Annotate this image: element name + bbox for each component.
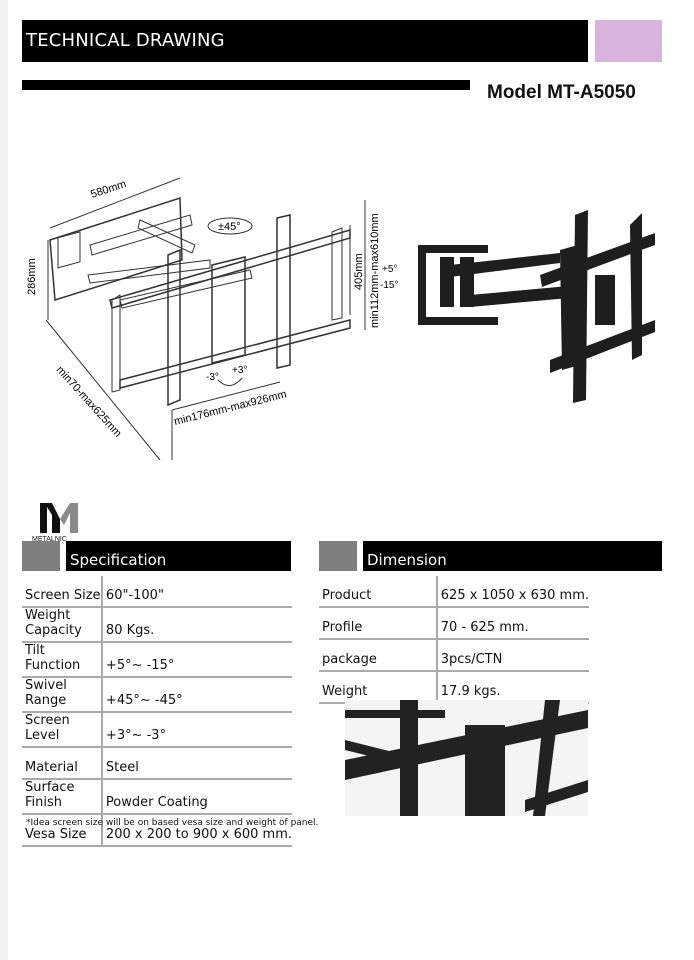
specification-header: Specification [22, 541, 292, 571]
specification-title: Specification [70, 551, 167, 569]
row-label: Material [22, 747, 102, 780]
header-square [319, 541, 357, 571]
footnote: *Idea screen size will be on based vesa … [26, 818, 319, 828]
technical-drawing: 580mm 286mm ±45° min70-max625mm min176mm… [26, 177, 398, 460]
row-label: package [319, 639, 437, 672]
swivel-dimension: ±45° [218, 221, 241, 233]
height-dimension: 286mm [26, 258, 38, 295]
row-value: +45°~ -45° [100, 677, 292, 713]
level-plus-label: +3° [232, 365, 247, 376]
row-label: Screen Size [22, 576, 102, 608]
row-value: +3°~ -3° [100, 712, 292, 748]
divider-bar [22, 80, 470, 90]
tilt-plus-label: +5° [382, 264, 397, 275]
specification-title-bar: Specification [66, 541, 291, 571]
title-bar: TECHNICAL DRAWING [22, 20, 588, 62]
vertical-dimension: min112mm-max610mm [369, 213, 381, 328]
row-value: 70 - 625 mm. [435, 607, 589, 640]
row-value: 60"-100" [100, 576, 292, 608]
row-value: 625 x 1050 x 630 mm. [435, 576, 589, 608]
tilt-minus-label: -15° [380, 280, 398, 291]
row-label: Surface Finish [22, 779, 102, 815]
row-value: 17.9 kgs. [435, 671, 589, 704]
dimension-title-bar: Dimension [363, 541, 662, 571]
width-dimension: 580mm [89, 178, 128, 201]
product-photo [418, 210, 655, 403]
header-square [22, 541, 60, 571]
row-value: 200 x 200 to 900 x 600 mm. [100, 814, 292, 847]
row-label: Screen Level [22, 712, 102, 748]
product-closeup-photo [345, 700, 588, 816]
row-label: Swivel Range [22, 677, 102, 713]
table-row: Tilt Function+5°~ -15° [22, 642, 292, 678]
row-label: Vesa Size [22, 814, 102, 847]
row-label: Weight Capacity [22, 607, 102, 643]
level-minus-label: -3° [206, 372, 219, 383]
table-row: Screen Level+3°~ -3° [22, 712, 292, 748]
row-label: Tilt Function [22, 642, 102, 678]
row-label: Product [319, 576, 437, 608]
dimension-title: Dimension [367, 551, 447, 569]
row-value: 80 Kgs. [100, 607, 292, 643]
row-value: +5°~ -15° [100, 642, 292, 678]
plate-height-dimension: 405mm [353, 253, 365, 290]
model-number: Model MT-A5050 [487, 82, 636, 103]
row-label: Profile [319, 607, 437, 640]
page-edge [0, 0, 8, 960]
dimension-header: Dimension [319, 541, 663, 571]
table-row: Swivel Range+45°~ -45° [22, 677, 292, 713]
row-value: Powder Coating [100, 779, 292, 815]
accent-block [595, 20, 662, 62]
row-value: 3pcs/CTN [435, 639, 589, 672]
logo-text: METALNIC [32, 536, 67, 543]
row-label: Weight [319, 671, 437, 704]
extension-dimension: min176mm-max926mm [173, 388, 288, 428]
row-value: Steel [100, 747, 292, 780]
page-title: TECHNICAL DRAWING [26, 30, 225, 51]
metalnic-logo: METALNIC [32, 503, 78, 543]
